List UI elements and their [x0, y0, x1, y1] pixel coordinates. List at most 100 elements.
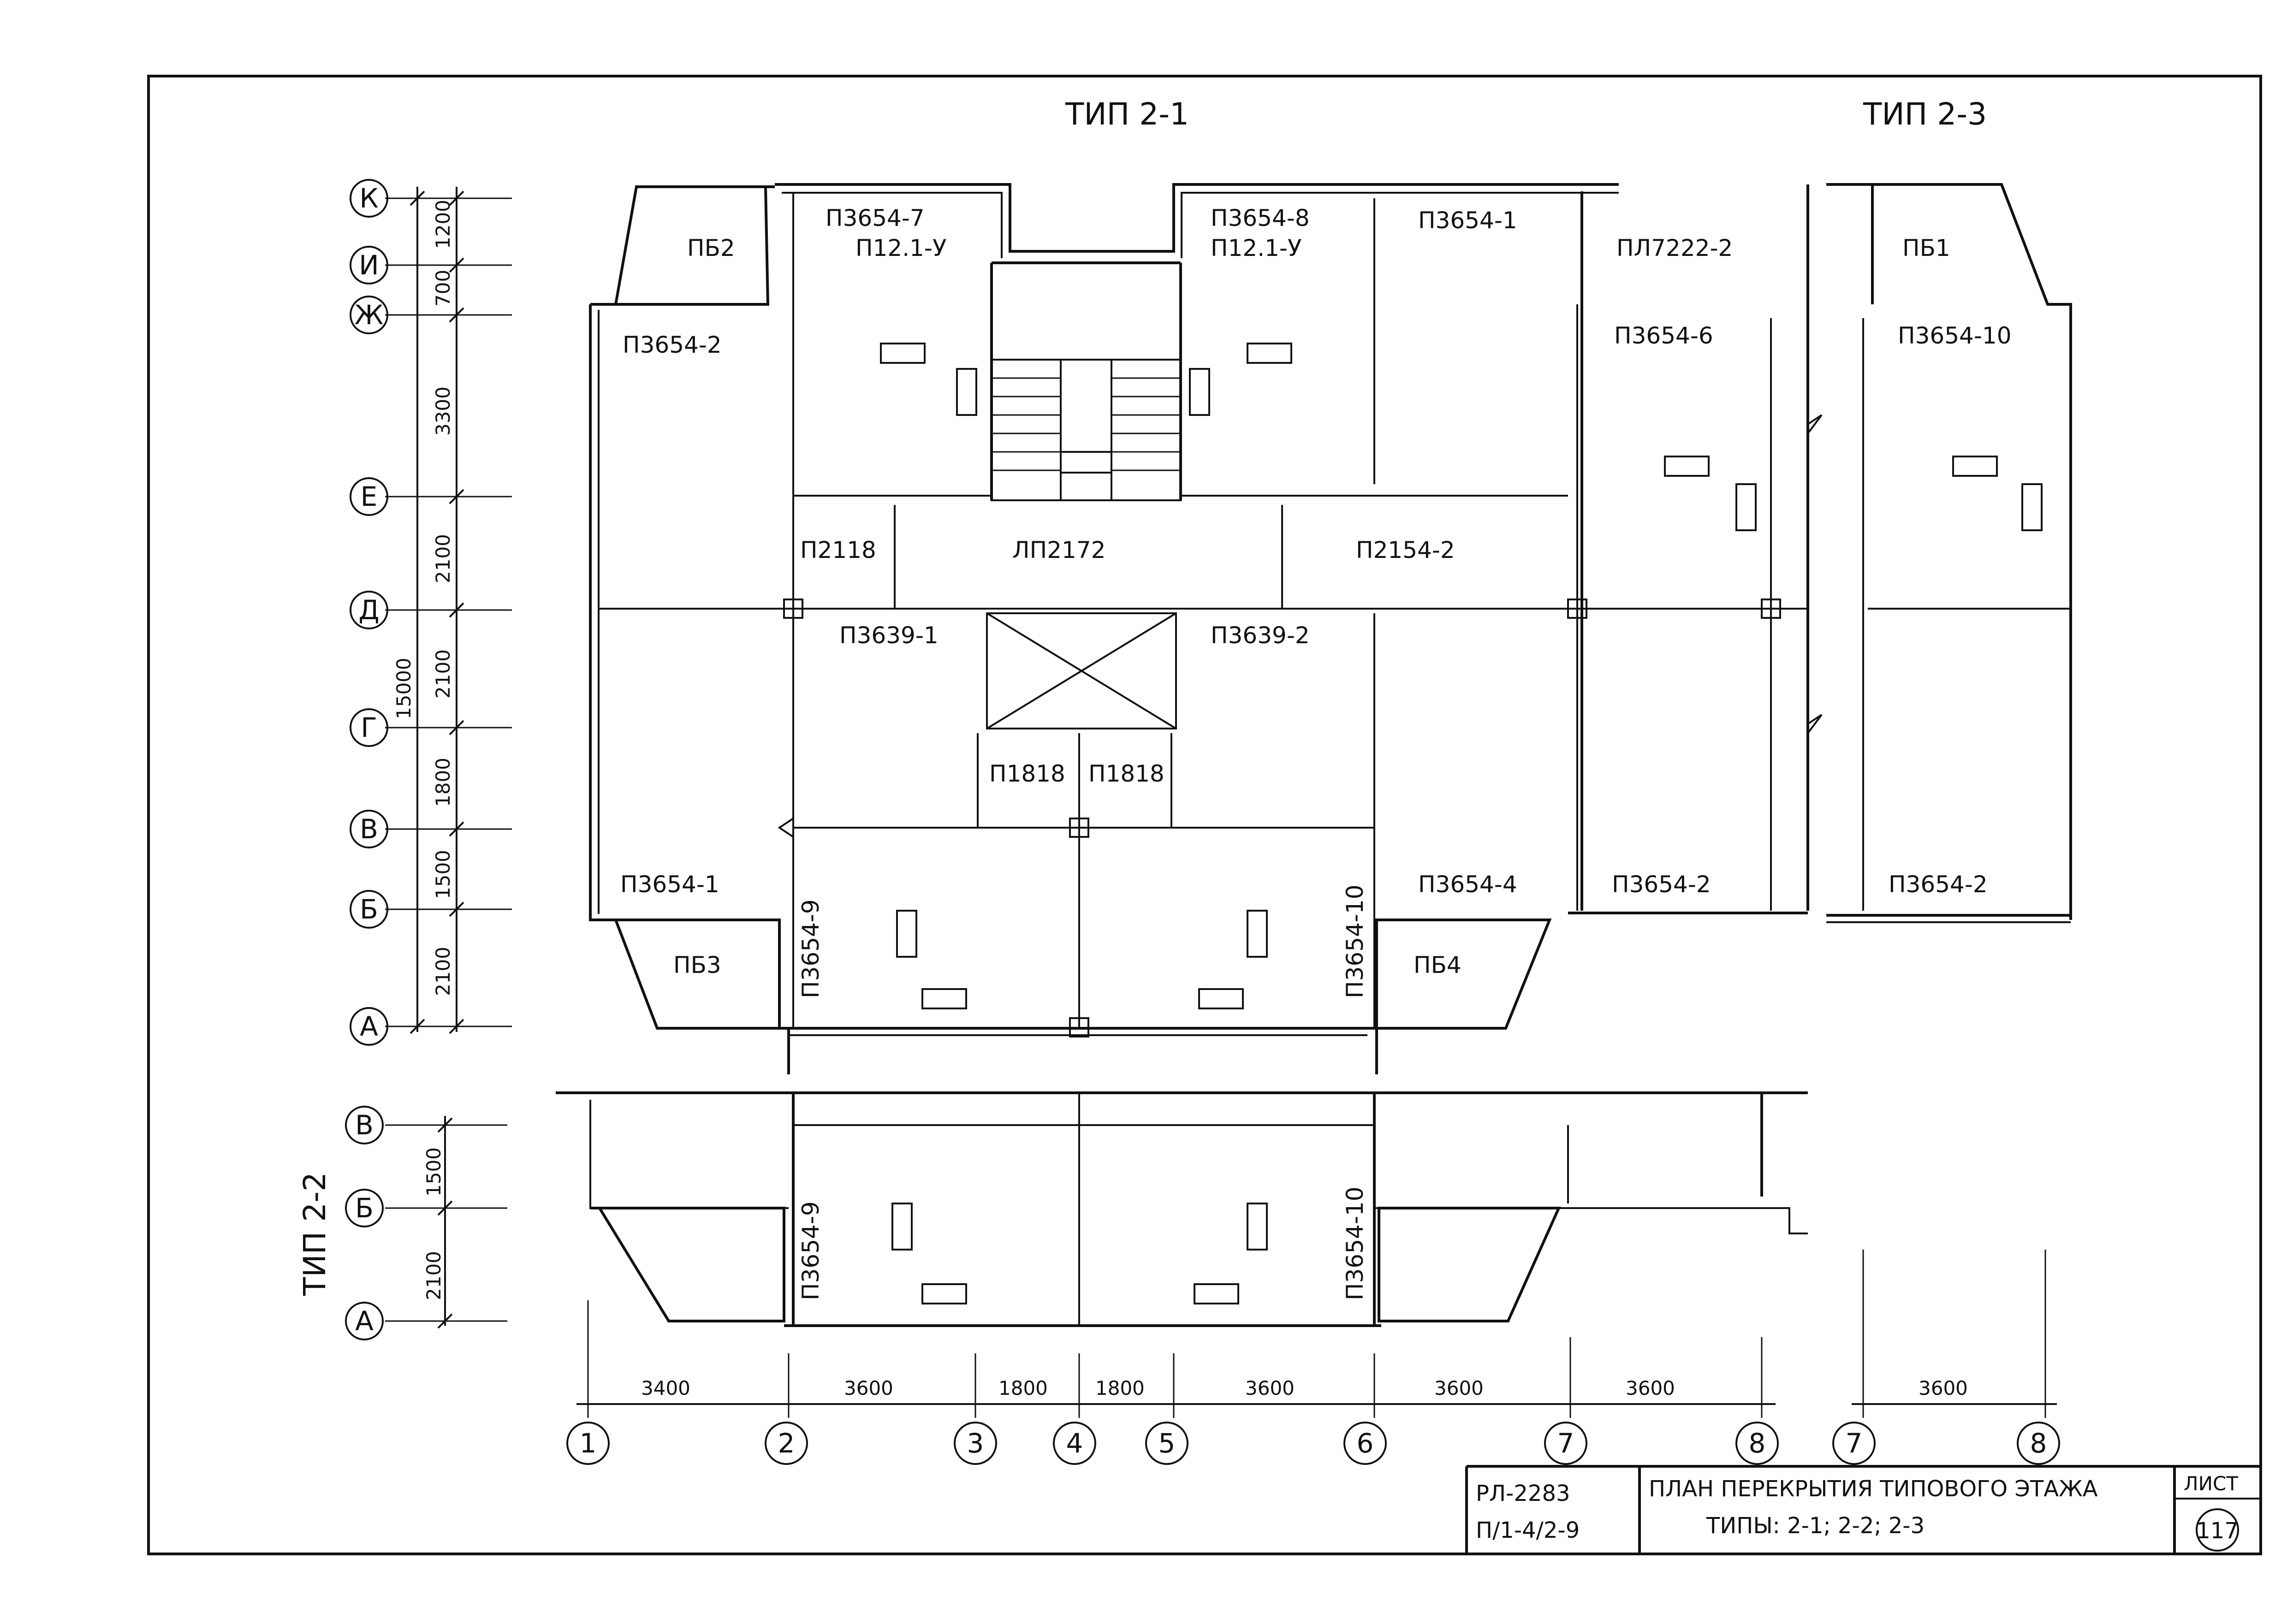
slab-p3654-1-top: П3654-1 — [1418, 207, 1517, 234]
axis-circle-B: Б — [350, 890, 388, 929]
axis-circle-A-lower: А — [345, 1302, 384, 1340]
axis-circle-E: Е — [350, 477, 388, 516]
svg-text:8: 8 — [2030, 1428, 2047, 1459]
svg-text:7: 7 — [1557, 1428, 1574, 1459]
axis-circle-A: А — [350, 1007, 388, 1046]
type-2-1-slab-seams — [599, 194, 1808, 1037]
slab-p3654-10: П3654-10 — [1342, 884, 1368, 998]
type-2-2-title: ТИП 2-2 — [297, 1172, 333, 1296]
type-2-2-walls — [556, 1091, 1808, 1327]
slab-p3654-2-left: П3654-2 — [623, 332, 722, 358]
axis-circle-D: Д — [350, 591, 388, 629]
bottom-dim-6: 3600 — [1434, 1377, 1484, 1399]
slab-p1818-b: П1818 — [1088, 760, 1164, 787]
slab-lp2172: ЛП2172 — [1012, 537, 1105, 563]
bottom-axis-lines — [576, 1250, 2057, 1418]
balcony-slab-pb3 — [613, 919, 781, 1030]
slab-p3654-9-lower: П3654-9 — [797, 1201, 824, 1300]
svg-text:8: 8 — [1749, 1428, 1766, 1459]
bottom-dim-4: 1800 — [1095, 1377, 1145, 1399]
axis-circle-1: 1 — [566, 1422, 610, 1465]
axis-circle-8: 8 — [1735, 1422, 1779, 1465]
axis-circle-6: 6 — [1343, 1422, 1387, 1465]
svg-text:А: А — [355, 1305, 374, 1337]
slab-p3654-10-right: П3654-10 — [1898, 322, 2012, 349]
bottom-dim-5: 3600 — [1245, 1377, 1295, 1399]
axis-circle-4: 4 — [1053, 1422, 1096, 1465]
title-block-sheet-number: 117 — [2196, 1518, 2239, 1544]
slab-p3639-1: П3639-1 — [839, 622, 939, 649]
lower-axis-lines — [385, 1116, 507, 1329]
axis-circle-V-lower: В — [345, 1106, 384, 1144]
axis-circle-3: 3 — [954, 1422, 997, 1465]
axis-circle-G: Г — [350, 708, 388, 747]
svg-text:7: 7 — [1846, 1428, 1863, 1459]
title-block-sheet-label: ЛИСТ — [2184, 1472, 2238, 1495]
dim-3300: 3300 — [432, 386, 454, 436]
title-block-code-1: РЛ-2283 — [1476, 1481, 1570, 1506]
svg-text:Д: Д — [358, 594, 379, 626]
axis-circle-K: К — [350, 179, 388, 218]
slab-p3654-6: П3654-6 — [1614, 322, 1713, 349]
axis-circle-7-type-2-3: 7 — [1832, 1422, 1876, 1465]
type-2-3-walls — [1580, 183, 2072, 923]
slab-p3639-2: П3639-2 — [1211, 622, 1310, 649]
slab-p3654-4: П3654-4 — [1418, 871, 1517, 898]
svg-text:В: В — [360, 813, 378, 845]
svg-text:2: 2 — [778, 1428, 795, 1459]
left-axis-lines — [385, 187, 512, 1034]
bottom-dim-3: 1800 — [998, 1377, 1048, 1399]
slab-pb1: ПБ1 — [1902, 235, 1950, 261]
slab-p3654-2-right: П3654-2 — [1889, 871, 1988, 898]
dim-1200: 1200 — [432, 200, 454, 249]
slab-p2118: П2118 — [800, 537, 876, 563]
svg-text:5: 5 — [1158, 1428, 1176, 1459]
svg-text:3: 3 — [967, 1428, 984, 1459]
balcony-slab-pb4 — [1375, 919, 1552, 1030]
dim-2100-b: 2100 — [432, 649, 454, 699]
slab-openings — [880, 343, 2043, 1304]
svg-text:Е: Е — [361, 481, 378, 512]
title-block-name-line-2: ТИПЫ: 2-1; 2-2; 2-3 — [1706, 1513, 1925, 1539]
dim-2100-c: 2100 — [432, 947, 454, 996]
svg-text:Г: Г — [361, 712, 377, 743]
svg-text:4: 4 — [1066, 1428, 1083, 1459]
title-block — [1465, 1465, 2261, 1554]
balcony-slab-pb2 — [614, 185, 770, 306]
slab-p1818-a: П1818 — [989, 760, 1065, 787]
type-2-1-walls — [589, 183, 1809, 1074]
slab-p3654-7: П3654-7 — [826, 205, 925, 231]
svg-text:Ж: Ж — [355, 299, 383, 331]
dim-700: 700 — [432, 270, 454, 307]
slab-pb3: ПБ3 — [673, 952, 721, 978]
slab-p3654-8: П3654-8 — [1211, 205, 1310, 231]
axis-circle-Zh: Ж — [350, 296, 388, 334]
dim-2100-lower: 2100 — [422, 1251, 445, 1300]
sheet-border — [147, 75, 2262, 1555]
svg-text:6: 6 — [1357, 1428, 1374, 1459]
svg-text:К: К — [359, 183, 378, 214]
slab-p3654-9: П3654-9 — [797, 899, 824, 998]
svg-text:1: 1 — [580, 1428, 597, 1459]
staircase — [991, 359, 1182, 501]
axis-circle-V: В — [350, 810, 388, 848]
slab-p2154-2: П2154-2 — [1356, 537, 1455, 563]
dim-1800: 1800 — [432, 758, 454, 807]
svg-text:А: А — [360, 1011, 378, 1042]
axis-circle-7: 7 — [1544, 1422, 1587, 1465]
bottom-dim-1: 3400 — [641, 1377, 690, 1399]
svg-text:Б: Б — [360, 894, 378, 925]
dim-2100-a: 2100 — [432, 534, 454, 583]
slab-p12-1-u-a: П12.1-У — [855, 235, 946, 261]
svg-text:И: И — [359, 249, 379, 281]
type-2-1-title: ТИП 2-1 — [1065, 96, 1189, 132]
dim-1500-lower: 1500 — [422, 1147, 445, 1197]
slab-pl7222-2: ПЛ7222-2 — [1616, 235, 1733, 261]
axis-circle-8-type-2-3: 8 — [2017, 1422, 2060, 1465]
slab-pb4: ПБ4 — [1414, 952, 1461, 978]
title-block-code-2: П/1-4/2-9 — [1476, 1517, 1580, 1543]
svg-text:Б: Б — [355, 1192, 374, 1224]
axis-circle-2: 2 — [765, 1422, 808, 1465]
bottom-dim-7: 3600 — [1626, 1377, 1675, 1399]
